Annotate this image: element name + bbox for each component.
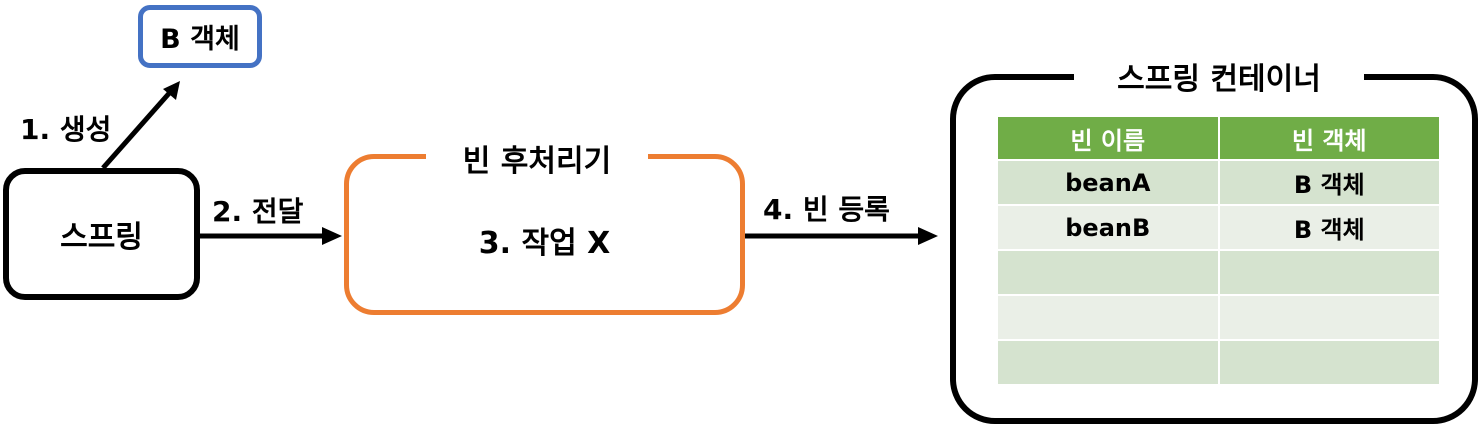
table-row — [996, 249, 1441, 296]
table-header-row: 빈 이름 빈 객체 — [996, 115, 1441, 161]
bean-table: 빈 이름 빈 객체 beanA B 객체 beanB B 객체 — [996, 115, 1441, 386]
table-row — [996, 294, 1441, 341]
register-arrowhead — [918, 227, 938, 245]
bean-name-cell: beanB — [996, 204, 1220, 251]
bean-name-cell — [996, 339, 1220, 386]
table-row — [996, 339, 1441, 386]
b-object-label: B 객체 — [160, 24, 240, 55]
register-label: 4. 빈 등록 — [763, 193, 890, 226]
postprocessor-title: 빈 후처리기 — [426, 136, 648, 180]
spring-container-title: 스프링 컨테이너 — [1074, 52, 1364, 100]
deliver-arrowhead — [322, 227, 342, 245]
spring-label: 스프링 — [60, 220, 143, 255]
column-header-bean-object: 빈 객체 — [1217, 115, 1441, 161]
bean-object-cell: B 객체 — [1217, 159, 1441, 206]
postprocessor-box — [344, 154, 745, 315]
create-arrow — [101, 88, 174, 170]
bean-name-cell: beanA — [996, 159, 1220, 206]
bean-name-cell — [996, 294, 1220, 341]
deliver-label: 2. 전달 — [212, 195, 304, 228]
spring-box: 스프링 — [3, 168, 200, 300]
bean-object-cell — [1217, 249, 1441, 296]
table-row: beanA B 객체 — [996, 159, 1441, 206]
column-header-bean-name: 빈 이름 — [996, 115, 1220, 161]
bean-name-cell — [996, 249, 1220, 296]
bean-object-cell — [1217, 294, 1441, 341]
table-row: beanB B 객체 — [996, 204, 1441, 251]
bean-object-cell — [1217, 339, 1441, 386]
bean-object-cell: B 객체 — [1217, 204, 1441, 251]
create-label: 1. 생성 — [20, 113, 112, 146]
b-object-box: B 객체 — [138, 5, 262, 68]
create-arrowhead — [163, 81, 180, 100]
postprocessor-body: 3. 작업 X — [478, 226, 611, 261]
